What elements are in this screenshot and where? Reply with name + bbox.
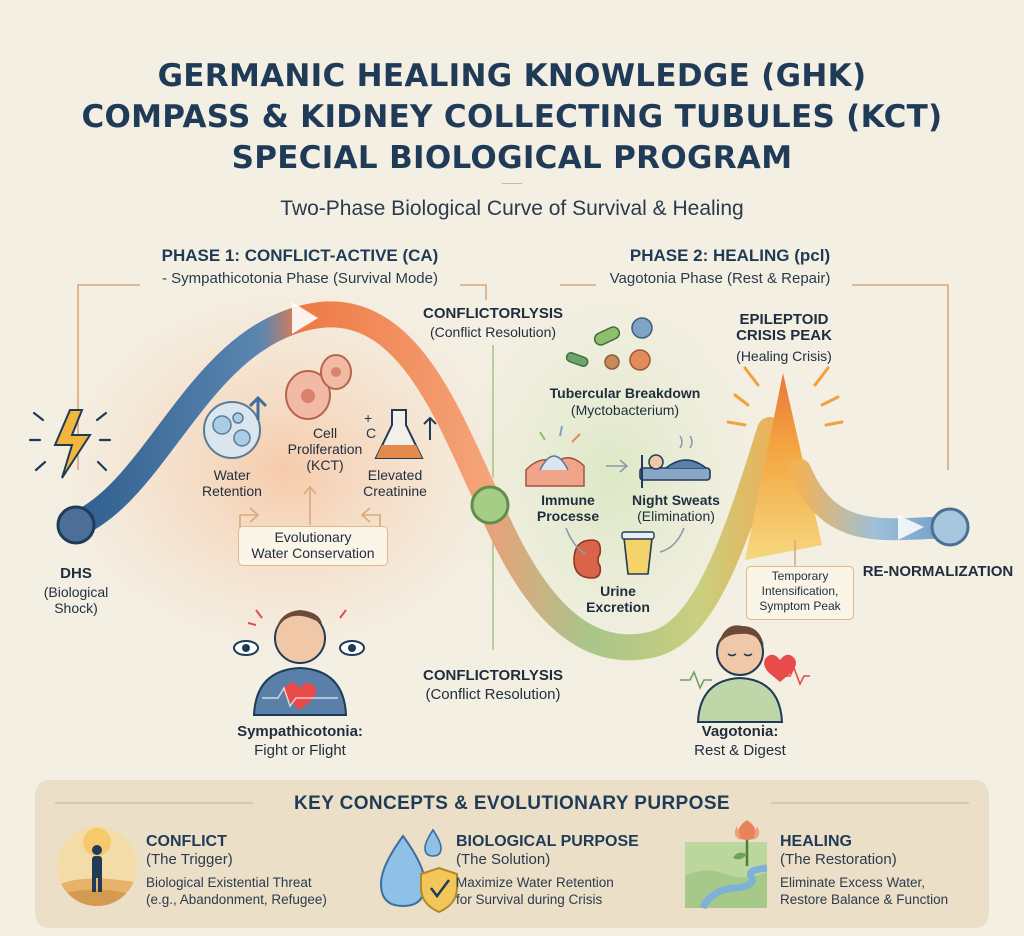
phase1-bracket [77,284,487,470]
cell-proliferation-label: Cell Proliferation (KCT) [287,425,363,473]
conflictolysis-top-sub: (Conflict Resolution) [429,324,557,340]
flower-river-icon [685,820,768,910]
sleeping-person-icon [639,435,711,488]
conflictolysis-bottom-sub: (Conflict Resolution) [425,686,561,703]
urine-excretion-label: Urine Excretion [586,583,650,615]
key-concepts-title: KEY CONCEPTS & EVOLUTIONARY PURPOSE [294,793,730,814]
sympathicotonia-sub: Fight or Flight [254,742,346,759]
vagotonia-label: Vagotonia: [701,723,779,740]
conflictolysis-top-label: CONFLICTORLYSIS [422,305,564,322]
phase1-glow [50,280,520,660]
epileptoid-sub: (Healing Crisis) [736,348,832,364]
dhs-node [56,505,96,545]
excretion-arrows [565,527,685,555]
bacteria-icon [565,317,653,371]
biological-curve-diagram: + C [28,280,970,723]
person-desert-icon [57,826,137,906]
temporary-intensification-box: Temporary Intensification, Symptom Peak [746,566,854,620]
key-item-sub: (The Trigger) [146,851,233,868]
water-cells-icon [203,395,268,459]
key-item-head: BIOLOGICAL PURPOSE [456,833,639,850]
key-item-desc: Biological Existential Threat (e.g., Aba… [146,875,327,907]
urine-cup-icon [621,531,655,575]
water-shield-icon [379,828,458,914]
key-item-biological-purpose: BIOLOGICAL PURPOSE (The Solution) Maximi… [456,833,686,908]
key-item-desc: Eliminate Excess Water, Restore Balance … [780,875,949,907]
night-sweats-label: Night Sweats [632,492,720,508]
phase2-bracket [560,284,949,470]
kidney-icon [573,539,602,579]
phase1-arrowhead [292,302,318,334]
night-sweats-sub: (Elimination) [637,508,715,524]
water-retention-label: Water Retention [202,467,262,499]
sympathicotonia-label: Sympathicotonia: [237,723,363,740]
dhs-sub: (Biological Shock) [43,584,109,616]
key-item-sub: (The Restoration) [780,851,897,868]
tubercular-label: Tubercular Breakdown [549,385,701,401]
vagotonia-sub: Rest & Digest [694,742,786,759]
phase2-title: PHASE 2: HEALING (pcl) [629,246,831,265]
dhs-label: DHS [60,565,92,582]
flask-icon: + C [364,409,437,459]
svg-text:+: + [364,410,372,426]
cell-proliferation-icon [285,354,352,420]
svg-text:C: C [366,425,376,441]
renormalization-node [930,507,970,547]
crisis-peak [745,373,822,560]
immune-to-sweats-arrow [606,459,629,473]
lightning-icon [28,409,112,479]
title-line-2: COMPASS & KIDNEY COLLECTING TUBULES (KCT… [81,99,943,135]
renorm-arrowhead [898,515,924,540]
key-item-healing: HEALING (The Restoration) Eliminate Exce… [780,833,980,908]
title-line-3: SPECIAL BIOLOGICAL PROGRAM [231,140,793,176]
key-item-head: CONFLICT [146,833,227,850]
key-item-desc: Maximize Water Retention for Survival du… [456,875,614,907]
epileptoid-label: EPILEPTOID CRISIS PEAK [736,311,832,344]
stressed-person-icon [233,609,365,716]
diagram-subtitle: Two-Phase Biological Curve of Survival &… [280,197,744,220]
title-separator [502,183,522,184]
elevated-creatinine-label: Elevated Creatinine [363,467,427,499]
key-item-conflict: CONFLICT (The Trigger) Biological Existe… [146,833,376,908]
immune-tissue-icon [525,425,585,487]
phase2-curve [477,417,783,661]
title-line-1: GERMANIC HEALING KNOWLEDGE (GHK) [157,58,867,94]
key-concepts-panel [35,780,989,928]
evolutionary-water-box: Evolutionary Water Conservation [238,526,388,566]
peak-rays [726,366,844,427]
phase1-curve [62,301,503,538]
phase1-title: PHASE 1: CONFLICT-ACTIVE (CA) [161,246,439,265]
page-title: GERMANIC HEALING KNOWLEDGE (GHK) COMPASS… [0,56,1024,179]
phase2-subtitle: Vagotonia Phase (Rest & Repair) [609,270,831,287]
conflictolysis-bottom-label: CONFLICTORLYSIS [422,667,564,684]
phase1-subtitle: - Sympathicotonia Phase (Survival Mode) [162,270,438,287]
key-item-head: HEALING [780,833,852,850]
conflictolysis-node [470,485,510,525]
tubercular-sub: (Myctobacterium) [570,402,680,418]
renorm-curve [789,459,961,541]
immune-label: Immune Processe [536,492,600,524]
key-concepts-decor [55,802,969,914]
renormalization-label: RE-NORMALIZATION [862,563,1014,580]
key-item-sub: (The Solution) [456,851,551,868]
relaxed-person-icon [680,625,810,723]
